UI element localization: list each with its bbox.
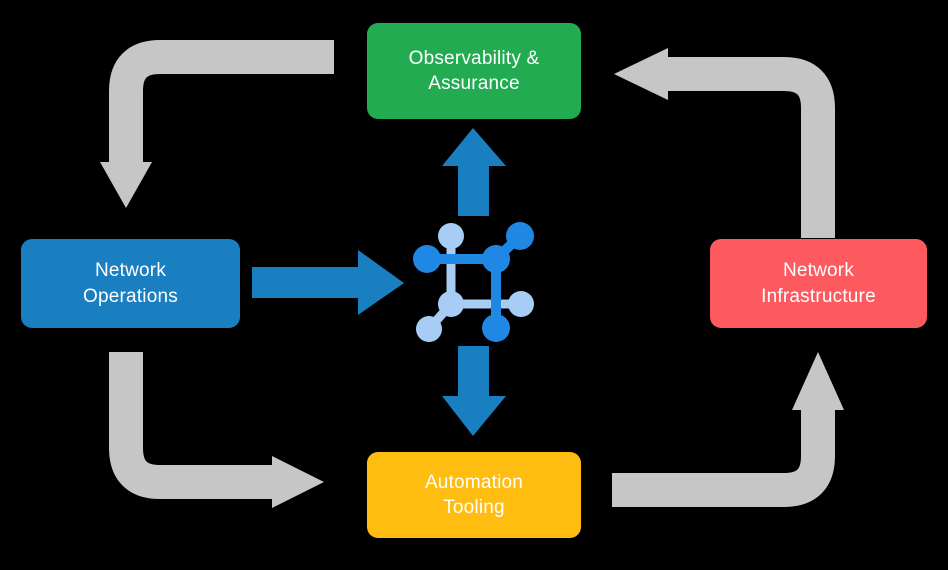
node-label-observability: Observability & Assurance — [408, 47, 540, 94]
connector-operations-to-automation — [109, 352, 324, 508]
connector-infrastructure-to-observability — [614, 48, 835, 238]
topology-nodes-primary — [413, 222, 534, 342]
topology-nodes-secondary — [416, 223, 534, 342]
node-label-automation: Automation Tooling — [424, 471, 524, 518]
node-box-observability[interactable]: Observability & Assurance — [367, 23, 581, 119]
connector-center-to-observability — [442, 128, 506, 216]
node-box-infrastructure[interactable]: Network Infrastructure — [710, 239, 927, 328]
connector-operations-to-center — [252, 250, 404, 315]
connector-automation-to-infrastructure — [612, 352, 844, 507]
node-label-infrastructure: Network Infrastructure — [761, 260, 876, 307]
node-label-operations: Network Operations — [83, 260, 178, 307]
node-box-operations[interactable]: Network Operations — [21, 239, 240, 328]
connector-center-to-automation — [442, 346, 506, 436]
connector-observability-to-operations — [100, 40, 334, 208]
network-topology-icon — [413, 222, 534, 342]
node-box-automation[interactable]: Automation Tooling — [367, 452, 581, 538]
